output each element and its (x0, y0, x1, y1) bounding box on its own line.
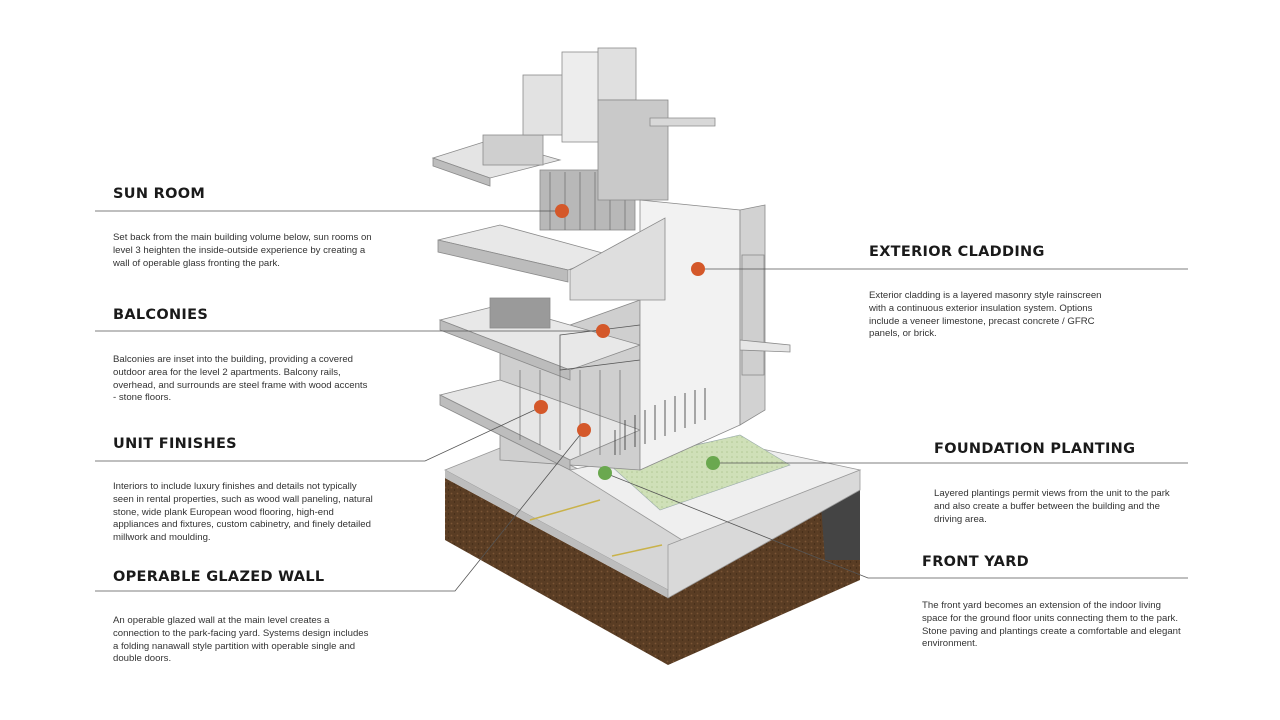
callout-foundation-planting: FOUNDATION PLANTING Layered plantings pe… (934, 441, 1184, 526)
callout-exterior-cladding: EXTERIOR CLADDING Exterior cladding is a… (869, 244, 1119, 341)
callout-operable-glazed-wall: OPERABLE GLAZED WALL An operable glazed … (113, 569, 373, 666)
balconies-body: Balconies are inset into the building, p… (113, 354, 368, 404)
marker-foundation-planting (706, 456, 720, 470)
marker-glazed-wall (577, 423, 591, 437)
foundation-planting-title: FOUNDATION PLANTING (934, 441, 1136, 457)
front-yard-title: FRONT YARD (922, 554, 1030, 570)
marker-exterior-cladding (691, 262, 705, 276)
callout-sun-room: SUN ROOM Set back from the main building… (113, 186, 373, 270)
exterior-cladding-body: Exterior cladding is a layered masonry s… (869, 290, 1102, 340)
marker-sun-room (555, 204, 569, 218)
leader-front-yard (604, 472, 1188, 579)
building-mass (431, 47, 791, 471)
leader-glazed-wall (95, 429, 585, 592)
operable-glazed-wall-body: An operable glazed wall at the main leve… (113, 615, 369, 665)
leader-unit-finishes (95, 406, 542, 462)
soil-foundation (445, 478, 860, 665)
markers (534, 204, 720, 480)
leader-lines (95, 210, 1188, 592)
callout-front-yard: FRONT YARD The front yard becomes an ext… (922, 554, 1182, 651)
front-yard-body: The front yard becomes an extension of t… (922, 600, 1181, 650)
marker-unit-finishes (534, 400, 548, 414)
unit-finishes-body: Interiors to include luxury finishes and… (113, 481, 373, 544)
sun-room-title: SUN ROOM (113, 186, 206, 202)
callout-unit-finishes: UNIT FINISHES Interiors to include luxur… (113, 436, 373, 545)
unit-finishes-title: UNIT FINISHES (113, 436, 237, 452)
exterior-cladding-title: EXTERIOR CLADDING (869, 244, 1045, 260)
balconies-title: BALCONIES (113, 307, 209, 323)
operable-glazed-wall-title: OPERABLE GLAZED WALL (113, 569, 325, 585)
callout-balconies: BALCONIES Balconies are inset into the b… (113, 307, 373, 405)
marker-balconies (596, 324, 610, 338)
foundation-planting-body: Layered plantings permit views from the … (934, 488, 1170, 525)
sun-room-body: Set back from the main building volume b… (113, 232, 372, 269)
marker-front-yard (598, 466, 612, 480)
